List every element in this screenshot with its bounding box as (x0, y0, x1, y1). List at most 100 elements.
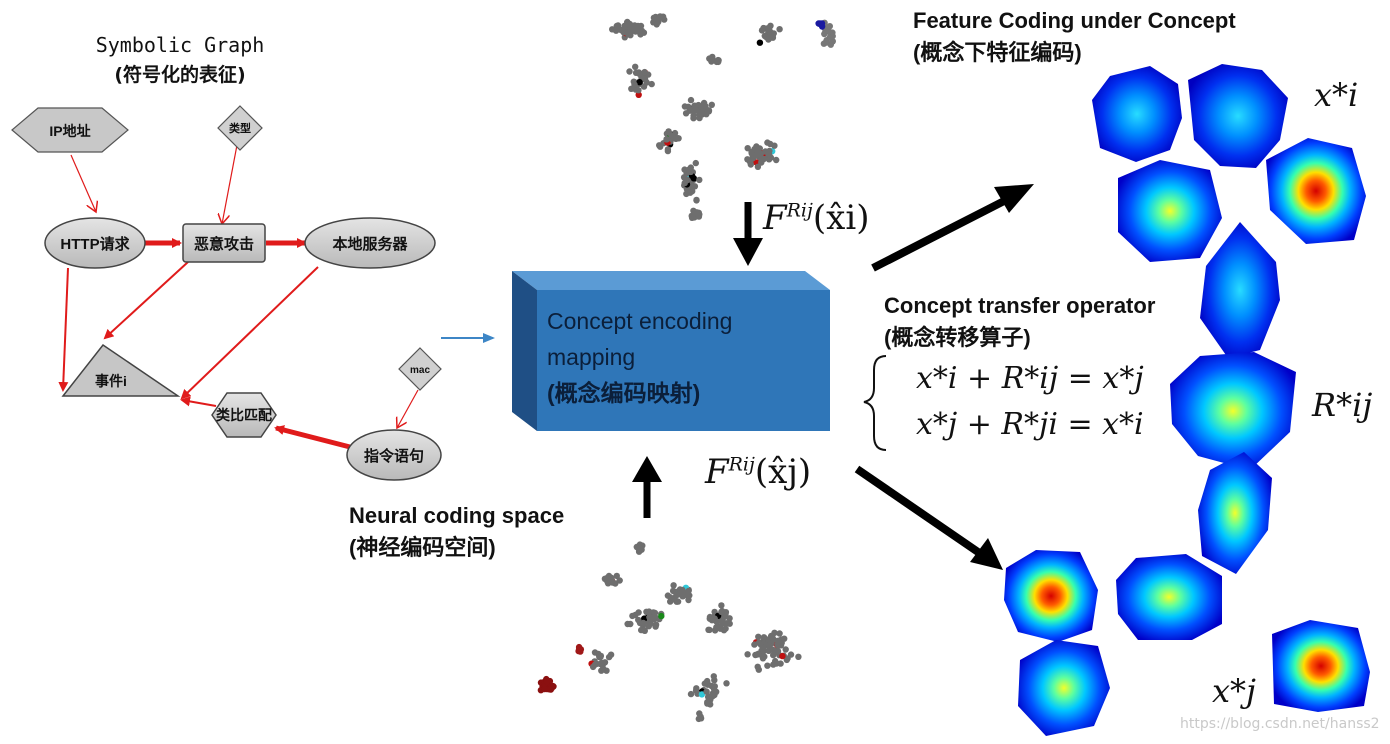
scatter-point (722, 620, 730, 627)
scatter-point (591, 649, 599, 656)
arrow-down-head (733, 238, 763, 266)
scatter-point (759, 653, 766, 660)
node-http-label: HTTP请求 (60, 235, 130, 253)
scatter-point (723, 680, 730, 687)
label-xi: x*i (1314, 76, 1359, 114)
scatter-point (541, 685, 548, 693)
scatter-point (773, 156, 780, 164)
scatter-point (711, 615, 718, 622)
scatter-point (621, 22, 628, 29)
scatter-point (645, 608, 653, 615)
scatter-point (692, 159, 699, 167)
scatter-point (713, 688, 720, 695)
scatter-point (636, 79, 643, 86)
scatter-point (744, 145, 751, 152)
scatter-point (764, 662, 771, 669)
scatter-point (744, 156, 751, 163)
scatter-point (648, 80, 655, 88)
feature-coding-title: Feature Coding under Concept (913, 8, 1236, 33)
scatter-point (765, 26, 773, 33)
encoding-box-line3: (概念编码映射) (547, 380, 701, 406)
scatter-point (631, 81, 638, 88)
arrow-upper-right-shaft (871, 195, 1010, 272)
scatter-point (653, 21, 660, 28)
scatter-point (765, 647, 772, 654)
edge-mac-command (397, 389, 419, 428)
scatter-point (775, 642, 782, 649)
scatter-point (656, 142, 663, 149)
symbolic-graph-title-line: Symbolic Graph (95, 33, 265, 57)
scatter-point (690, 207, 697, 214)
equation-brace (863, 355, 887, 451)
scatter-point (635, 616, 642, 624)
scatter-point (643, 79, 650, 86)
node-type: 类型 (217, 105, 263, 151)
scatter-point (795, 653, 802, 660)
node-server-label: 本地服务器 (332, 235, 408, 253)
scatter-point (645, 623, 652, 630)
scatter-point (704, 677, 711, 685)
scatter-point (705, 626, 712, 633)
scatter-point (608, 574, 615, 581)
scatter-point (636, 545, 643, 552)
scatter-point (637, 31, 644, 38)
scatter-point (818, 23, 826, 30)
scatter-point (766, 642, 773, 649)
edge-http-event (58, 267, 69, 392)
scatter-point (613, 572, 620, 580)
arrow-up-head (632, 456, 662, 482)
transfer-equations: x*i + R*ij = x*j x*j + R*ji = x*i (916, 356, 1144, 448)
scatter-point (663, 136, 670, 143)
scatter-point (758, 27, 766, 34)
scatter-point (827, 41, 834, 48)
edge-server-event (180, 266, 319, 400)
node-ip-label: IP地址 (49, 123, 90, 139)
node-ip: IP地址 (11, 107, 129, 153)
edge-command-analogy (274, 425, 351, 450)
node-http: HTTP请求 (44, 217, 146, 269)
heatmap-blob-5 (1200, 222, 1280, 358)
scatter-point (691, 183, 699, 190)
formula-i-arg: (x̂i) (812, 198, 870, 238)
neural-space-label: Neural coding space (神经编码空间) (349, 500, 564, 564)
edge-type-attack (222, 144, 238, 224)
flow-arrows (632, 184, 1034, 570)
scatter-point (747, 161, 754, 168)
heatmap-blob-2 (1188, 64, 1288, 168)
mapping-formula-j: FRij(x̂j) (705, 452, 811, 492)
scatter-point (675, 590, 683, 598)
scatter-point (670, 582, 677, 589)
node-attack: 恶意攻击 (182, 223, 266, 263)
scatter-point (687, 96, 695, 104)
neural-scatter-top (609, 13, 836, 221)
scatter-point (693, 685, 700, 692)
scatter-point (776, 630, 783, 637)
label-rij: R*ij (1312, 386, 1373, 424)
feature-heatmaps (1004, 64, 1370, 736)
scatter-point (626, 20, 634, 28)
node-command-label: 指令语句 (364, 447, 424, 465)
transfer-label: Concept transfer operator (概念转移算子) (884, 290, 1155, 354)
scatter-point (638, 626, 645, 634)
scatter-point (634, 22, 642, 30)
feature-coding-subtitle: (概念下特征编码) (913, 40, 1082, 65)
scatter-point (640, 619, 647, 627)
edge-attack-event (103, 261, 189, 340)
box-top (512, 271, 830, 290)
scatter-point (754, 663, 761, 670)
scatter-point (667, 594, 674, 601)
scatter-point (710, 673, 717, 680)
scatter-point (751, 641, 758, 648)
scatter-point (690, 175, 697, 182)
neural-scatter-bottom (537, 541, 802, 723)
scatter-point (626, 68, 633, 75)
scatter-point (589, 663, 597, 671)
box-side (512, 271, 537, 431)
node-type-label: 类型 (229, 121, 251, 135)
scatter-point (703, 688, 710, 695)
scatter-point (715, 58, 722, 66)
scatter-point (632, 69, 640, 77)
concept-encoding-box (512, 271, 830, 431)
scatter-point (765, 150, 772, 157)
